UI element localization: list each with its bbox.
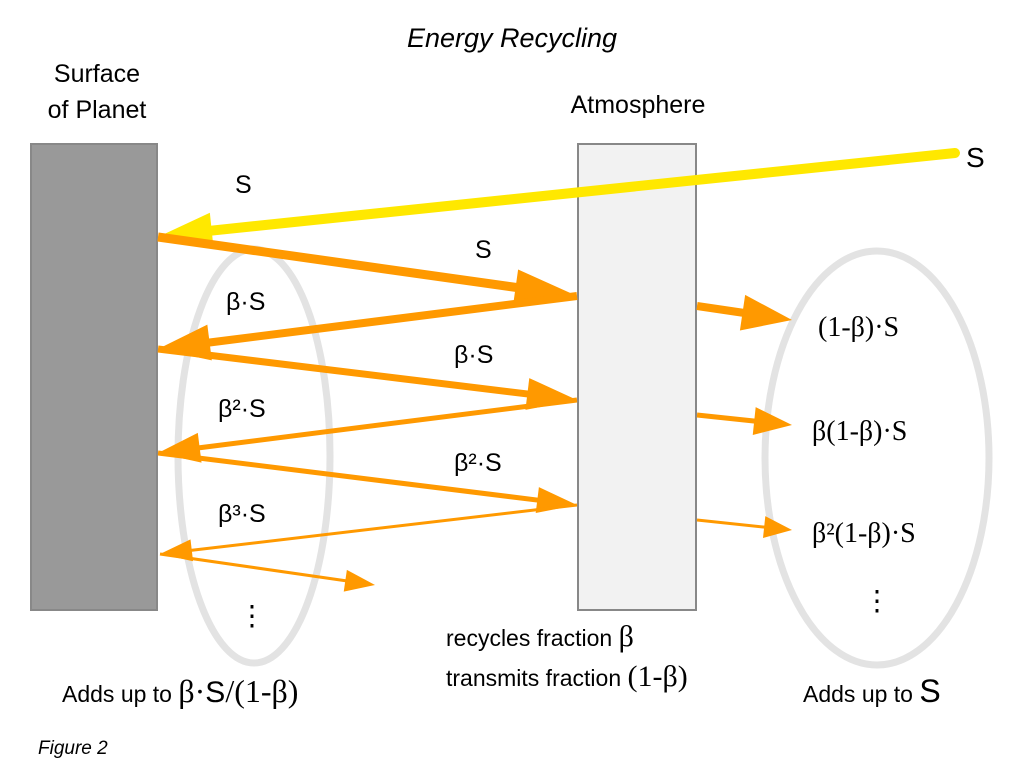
downward-arrow-0-head: [158, 324, 212, 361]
atmosphere-transmit-note: transmits fraction (1-β): [446, 660, 688, 693]
upward-arrow-2-shaft: [157, 450, 540, 503]
atmosphere-label: Atmosphere: [571, 91, 706, 119]
upward-arrow-3-head: [343, 569, 375, 592]
downward-arrow-1-head: [158, 432, 202, 463]
incoming-arrow-label: S: [235, 171, 252, 199]
transmitted-arrow-1-head: [752, 407, 792, 435]
upward-label-0: S: [475, 236, 492, 264]
transmitted-arrow-0-shaft: [696, 302, 746, 317]
upward-label-1: β·S: [454, 341, 493, 369]
incoming-sunlight-arrow-shaft: [204, 148, 960, 236]
downward-arrow-1: [158, 397, 578, 463]
left-sum-label: Adds up to β·S/(1-β): [62, 673, 298, 709]
downward-label-2: β³·S: [218, 500, 266, 528]
transmitted-arrow-2: [696, 516, 792, 539]
transmitted-arrow-2-shaft: [696, 518, 767, 529]
right-sum-ellipse: [761, 247, 993, 669]
transmitted-label-0: (1-β)·S: [818, 312, 899, 343]
atmosphere-block: [577, 143, 697, 611]
surface-label-line2: of Planet: [48, 96, 147, 124]
planet-surface-block: [30, 143, 158, 611]
downward-arrow-2-shaft: [189, 503, 578, 552]
transmitted-arrow-1-shaft: [696, 412, 757, 424]
upward-label-2: β²·S: [454, 449, 502, 477]
transmitted-arrow-0-head: [739, 294, 792, 331]
surface-label-line1: Surface: [54, 60, 140, 88]
transmitted-label-2: β²(1-β)·S: [812, 518, 916, 549]
right-sum-label: Adds up to S: [803, 673, 941, 709]
transmitted-arrow-0: [696, 294, 792, 331]
atmosphere-recycle-note: recycles fraction β: [446, 620, 634, 653]
downward-arrow-1-shaft: [197, 397, 578, 451]
left-ellipsis: ⋮: [238, 600, 266, 631]
downward-arrow-2-head: [160, 539, 194, 562]
upward-arrow-0-shaft: [157, 232, 519, 293]
incoming-sunlight-arrow: [160, 148, 960, 249]
figure-caption: Figure 2: [38, 738, 108, 759]
transmitted-label-1: β(1-β)·S: [812, 416, 907, 447]
downward-label-1: β²·S: [218, 395, 266, 423]
downward-arrow-2: [160, 503, 578, 562]
incoming-source-label: S: [966, 142, 985, 173]
diagram-title: Energy Recycling: [407, 23, 617, 53]
right-ellipsis: ⋮: [863, 585, 891, 616]
transmitted-arrow-1: [696, 407, 792, 435]
downward-arrow-0-shaft: [207, 292, 578, 347]
downward-label-0: β·S: [226, 288, 265, 316]
upward-arrow-1-shaft: [157, 345, 530, 398]
transmitted-arrow-2-head: [763, 516, 792, 539]
downward-arrow-0: [158, 292, 578, 361]
